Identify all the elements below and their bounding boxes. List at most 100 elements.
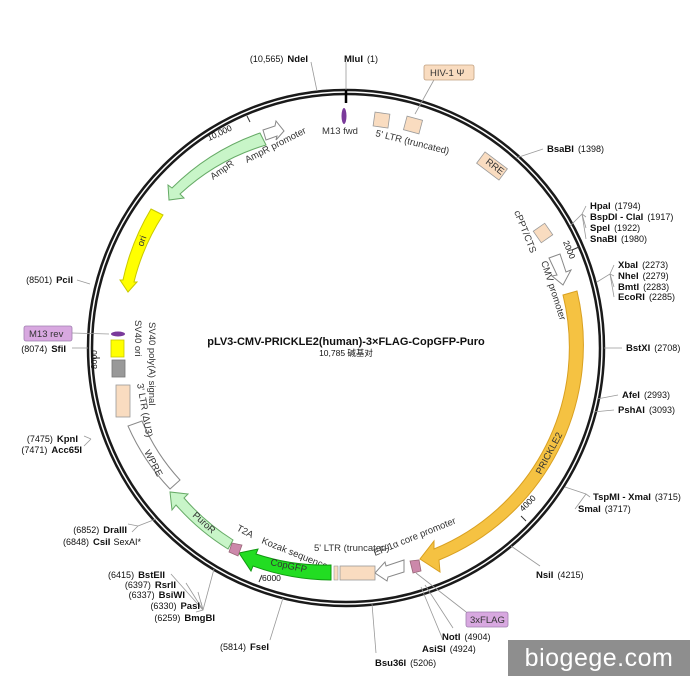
leader-xbai-b	[609, 273, 615, 277]
site-nsii: NsiI(4215)	[536, 570, 583, 581]
tick-4000	[520, 515, 527, 522]
feature-cmv-promoter[interactable]	[548, 253, 573, 286]
feature-label-3xflag: 3xFLAG	[470, 615, 505, 626]
tick-label: 2000	[561, 239, 577, 261]
psi-callout-line	[414, 77, 436, 115]
leader-ndei	[310, 61, 318, 92]
site-kpni: (7475)KpnI	[27, 434, 78, 445]
m13-rev-callout-line	[71, 332, 110, 335]
feature-5ltr-bottom[interactable]	[339, 565, 376, 581]
site-bmti: BmtI(2283)	[618, 282, 669, 293]
site-ndei: (10,565)NdeI	[250, 54, 308, 65]
site-hpai: HpaI(1794)	[590, 201, 641, 212]
feature-label-sv40-polya: SV40 poly(A) signal	[146, 322, 157, 405]
feature-5ltr-bottom-b[interactable]	[333, 565, 339, 581]
site-bsabi: BsaBI(1398)	[547, 144, 604, 155]
site-rsrii: (6397)RsrII	[125, 580, 176, 591]
feature-label-5ltr-bottom: 5' LTR (truncated)	[314, 543, 390, 554]
leader-draiii	[127, 523, 139, 527]
feature-prickle2[interactable]	[419, 290, 584, 573]
feature-label-ori: ori	[135, 234, 149, 248]
tick-6000	[258, 574, 263, 583]
feature-5ltr-top-a[interactable]	[372, 111, 391, 129]
leader-hpai-d	[581, 213, 587, 240]
feature-ori[interactable]	[119, 208, 164, 293]
leader-kpni	[83, 435, 92, 440]
flag-callout-line	[415, 572, 471, 616]
site-spei: SpeI(1922)	[590, 223, 640, 234]
site-mlui: MluI(1)	[344, 54, 378, 65]
feature-puror[interactable]	[169, 491, 234, 550]
site-smai: SmaI(3717)	[578, 504, 631, 515]
site-tspmi-xmai: TspMI - XmaI(3715)	[593, 492, 681, 503]
m13-fwd-primer[interactable]	[341, 108, 347, 124]
leader-pshai	[592, 409, 615, 413]
feature-5ltr-top-b[interactable]	[402, 115, 424, 135]
site-nhei: NheI(2279)	[618, 271, 669, 282]
tick-10000	[246, 115, 251, 123]
feature-hiv1-psi-box[interactable]	[423, 64, 475, 81]
leader-bsabi	[515, 148, 544, 159]
feature-label-t2a: T2A	[235, 523, 256, 541]
feature-label-hiv1-psi: HIV-1 Ψ	[430, 68, 464, 79]
site-afei: AfeI(2993)	[622, 390, 670, 401]
feature-ampr-promoter[interactable]	[262, 119, 285, 141]
leader-bsu36i	[371, 603, 377, 654]
leader-nsii	[510, 545, 541, 567]
feature-label-sv40-ori: SV40 ori	[132, 320, 143, 356]
plasmid-size: 10,785 碱基对	[319, 348, 373, 358]
site-pshai: PshAI(3093)	[618, 405, 675, 416]
site-bsiwi: (6337)BsiWI	[129, 590, 185, 601]
leader-hpai-b	[581, 213, 587, 218]
feature-3ltr[interactable]	[115, 384, 131, 418]
site-bmgbi: (6259)BmgBI	[154, 613, 215, 624]
feature-ampr[interactable]	[167, 132, 267, 201]
feature-sv40-polya[interactable]	[111, 359, 126, 378]
site-asisi: AsiSI(4924)	[422, 644, 476, 655]
leader-fsei	[269, 597, 284, 641]
tick-2000	[571, 246, 580, 251]
leader-xbai-d	[609, 273, 615, 298]
feature-sv40-ori[interactable]	[110, 339, 125, 358]
feature-rre[interactable]	[476, 151, 508, 181]
site-snabi: SnaBI(1980)	[590, 234, 647, 245]
feature-3xflag-box[interactable]	[465, 611, 509, 628]
feature-ef1a-promoter[interactable]	[374, 559, 405, 582]
feature-copgfp[interactable]	[238, 548, 332, 581]
leader-pcii	[76, 279, 91, 285]
site-bstxi: BstXI(2708)	[626, 343, 680, 354]
m13-rev-primer[interactable]	[111, 331, 125, 337]
site-pasi: (6330)PasI	[150, 601, 200, 612]
site-bspdi-clai: BspDI - ClaI(1917)	[590, 212, 673, 223]
feature-label-5ltr-top: 5' LTR (truncated)	[374, 128, 450, 157]
site-draiii: (6852)DraIII	[73, 525, 127, 536]
leader-bsiwi	[197, 591, 204, 611]
site-acc65i: (7471)Acc65I	[21, 445, 82, 456]
tick-label: 6000	[262, 573, 281, 583]
feature-wpre[interactable]	[127, 420, 181, 490]
leader-noti	[424, 584, 454, 629]
feature-t2a[interactable]	[228, 542, 243, 557]
feature-label-m13-fwd: M13 fwd	[322, 126, 358, 137]
feature-label-m13-rev: M13 rev	[29, 329, 64, 340]
watermark: biogege.com	[508, 640, 690, 676]
position-ticks	[92, 115, 580, 583]
leader-smai	[574, 493, 587, 510]
feature-3xflag[interactable]	[409, 559, 422, 574]
site-sfii: (8074)SfiI	[21, 344, 66, 355]
leader-tspmi	[564, 486, 591, 498]
leader-asisi	[420, 586, 444, 641]
site-leader-lines	[72, 61, 622, 654]
site-fsei: (5814)FseI	[220, 642, 269, 653]
feature-cppt-cts[interactable]	[532, 222, 554, 244]
site-bsu36i: Bsu36I(5206)	[375, 658, 436, 669]
tick-label: 10,000	[206, 123, 234, 143]
site-pcii: (8501)PciI	[26, 275, 73, 286]
leader-bsteii	[170, 573, 204, 611]
tick-label: 8000	[89, 350, 99, 369]
feature-m13-rev-box[interactable]	[23, 325, 73, 342]
site-noti: NotI(4904)	[442, 632, 490, 643]
plasmid-title: pLV3-CMV-PRICKLE2(human)-3×FLAG-CopGFP-P…	[207, 336, 485, 348]
